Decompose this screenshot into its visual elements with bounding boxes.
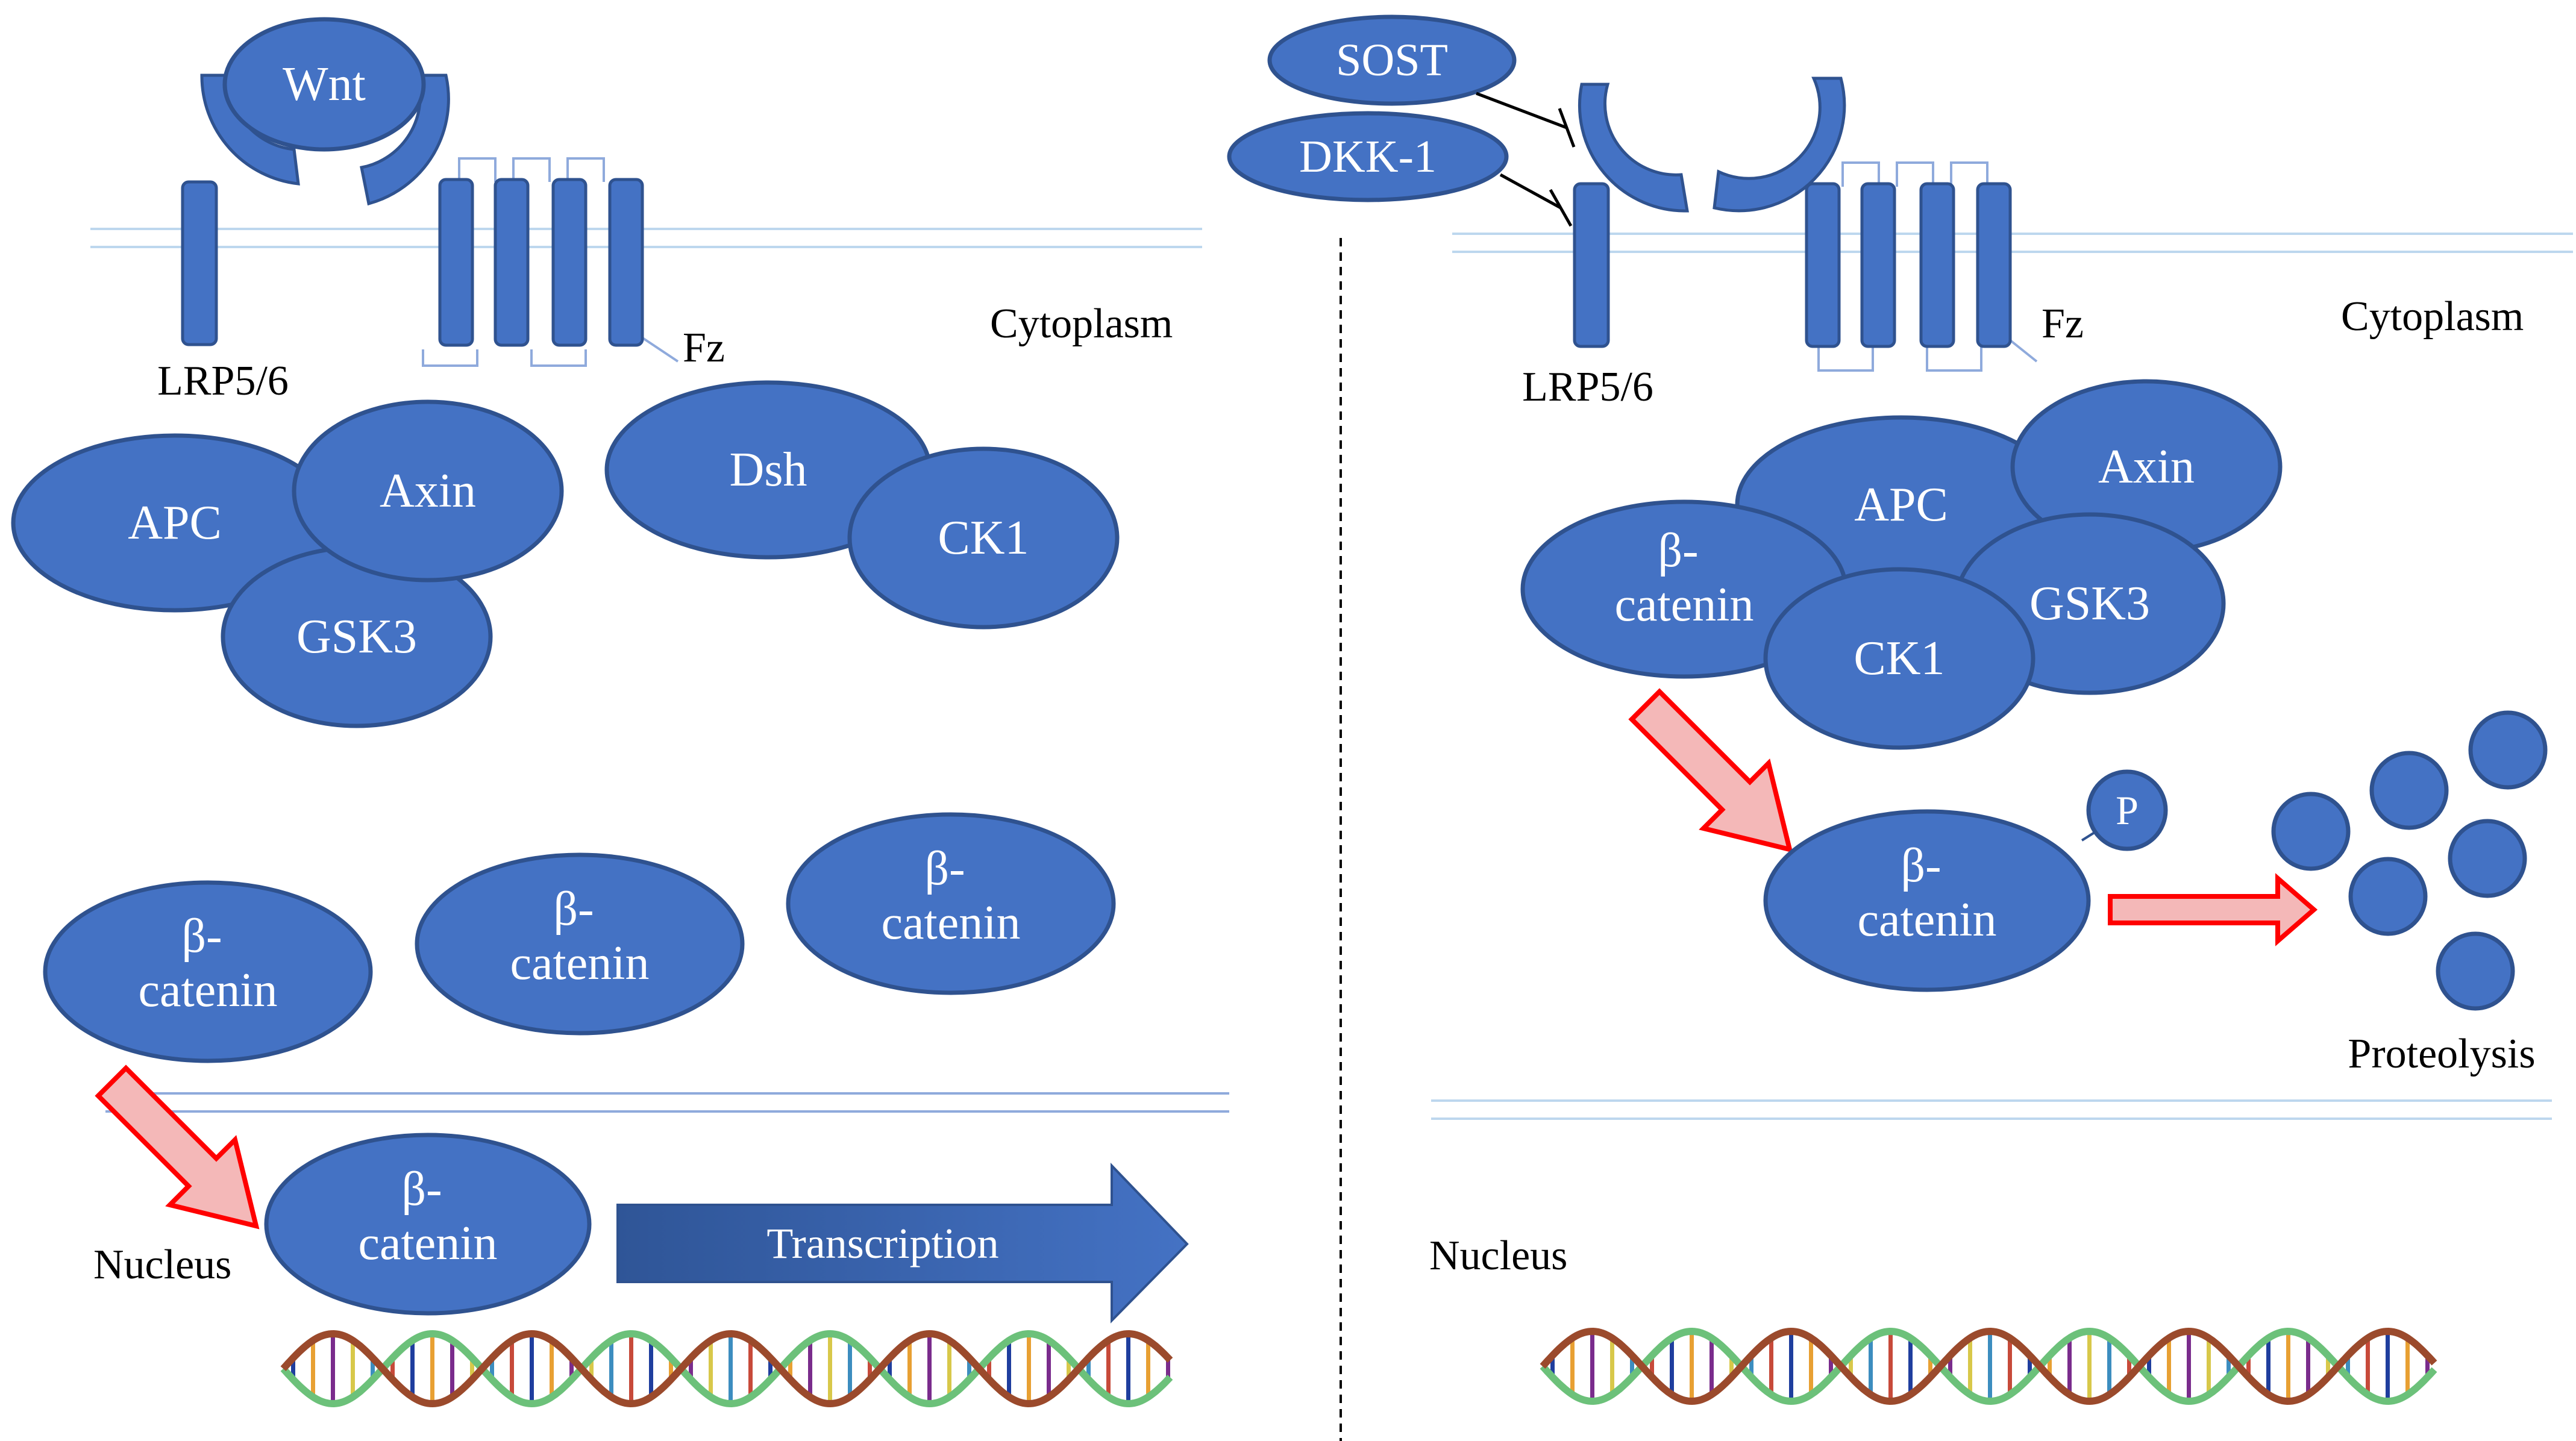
transcription-arrow (616, 1163, 1189, 1324)
phospho-bcat (1763, 809, 2091, 992)
dna-strand (1540, 1327, 2437, 1405)
right-lrp-label: LRP5/6 (1522, 364, 1653, 410)
left-gsk3-label: GSK3 (296, 610, 417, 663)
left-lrp-label: LRP5/6 (157, 358, 289, 404)
left-bcat-1-label: β- catenin (139, 910, 278, 1017)
right-lrp-stalk (1573, 182, 1610, 348)
left-fz-receptor (422, 157, 679, 367)
left-axin-label: Axin (380, 464, 476, 517)
nuclear-bcat-label: β- catenin (359, 1163, 498, 1270)
left-cytoplasm-label: Cytoplasm (990, 301, 1173, 347)
left-ck1 (847, 446, 1120, 630)
left-bcat-2 (415, 852, 745, 1036)
wnt-ligand (222, 17, 426, 152)
dkk1 (1227, 111, 1509, 202)
left-bcat-1 (43, 880, 373, 1063)
left-axin (292, 399, 564, 583)
right-axin-label: Axin (2098, 440, 2195, 493)
phospho-bcat-label: β- catenin (1858, 839, 1997, 946)
left-bcat-3 (786, 812, 1116, 995)
sost-inhibition-line (1476, 92, 1576, 148)
proteolysis-label: Proteolysis (2348, 1031, 2535, 1077)
dna-helix-icon (280, 1330, 1173, 1408)
dsh-label: Dsh (730, 443, 807, 496)
left-panel: Wnt LRP5/6 Fz Cytoplasm APC GSK3 Axin Ds… (11, 17, 1229, 1408)
nuclear-translocation-arrow (95, 1064, 260, 1230)
right-panel: SOST DKK-1 LRP5/6 Fz Cytoplasm APC Axin … (1227, 14, 2573, 1405)
right-complex-bcat-label: β- catenin (1615, 524, 1754, 631)
left-bcat-3-label: β- catenin (882, 842, 1021, 949)
right-cytoplasm-label: Cytoplasm (2341, 293, 2524, 340)
phosphate-group (2086, 769, 2168, 851)
phosphorylation-arrow (1628, 688, 1793, 853)
sost (1267, 14, 1517, 106)
wnt-label: Wnt (283, 58, 366, 111)
nuclear-bcat (264, 1133, 592, 1316)
right-lrp-cup-right (1713, 77, 1846, 213)
left-lrp-cup-right (360, 73, 450, 206)
proteolysis-arrow (2108, 873, 2318, 946)
right-apc-label: APC (1854, 478, 1948, 531)
right-lrp-cup-left (1578, 83, 1689, 213)
left-lrp-stalk (181, 180, 218, 346)
right-fz-label: Fz (2042, 301, 2084, 347)
right-ck1-label: CK1 (1854, 632, 1945, 685)
transcription-label: Transcription (766, 1219, 998, 1268)
left-fz-label: Fz (683, 325, 725, 371)
right-fz-receptor (1805, 161, 2038, 372)
dkk1-inhibition-line (1499, 173, 1573, 227)
left-apc-label: APC (128, 496, 222, 549)
dna-helix-icon (1540, 1327, 2437, 1405)
sost-label: SOST (1336, 35, 1448, 86)
right-ck1 (1763, 567, 2035, 750)
left-ck1-label: CK1 (938, 511, 1029, 564)
phosphate-label: P (2116, 787, 2139, 833)
dna-strand (280, 1330, 1173, 1408)
left-nucleus-label: Nucleus (93, 1242, 231, 1288)
dna-strand (1540, 1327, 2437, 1405)
right-nucleus-label: Nucleus (1429, 1233, 1567, 1279)
left-bcat-2-label: β- catenin (510, 883, 650, 990)
dna-strand (280, 1330, 1173, 1408)
proteolysis-fragments (2271, 710, 2548, 1011)
right-gsk3-label: GSK3 (2029, 577, 2150, 630)
dkk1-label: DKK-1 (1299, 131, 1437, 182)
